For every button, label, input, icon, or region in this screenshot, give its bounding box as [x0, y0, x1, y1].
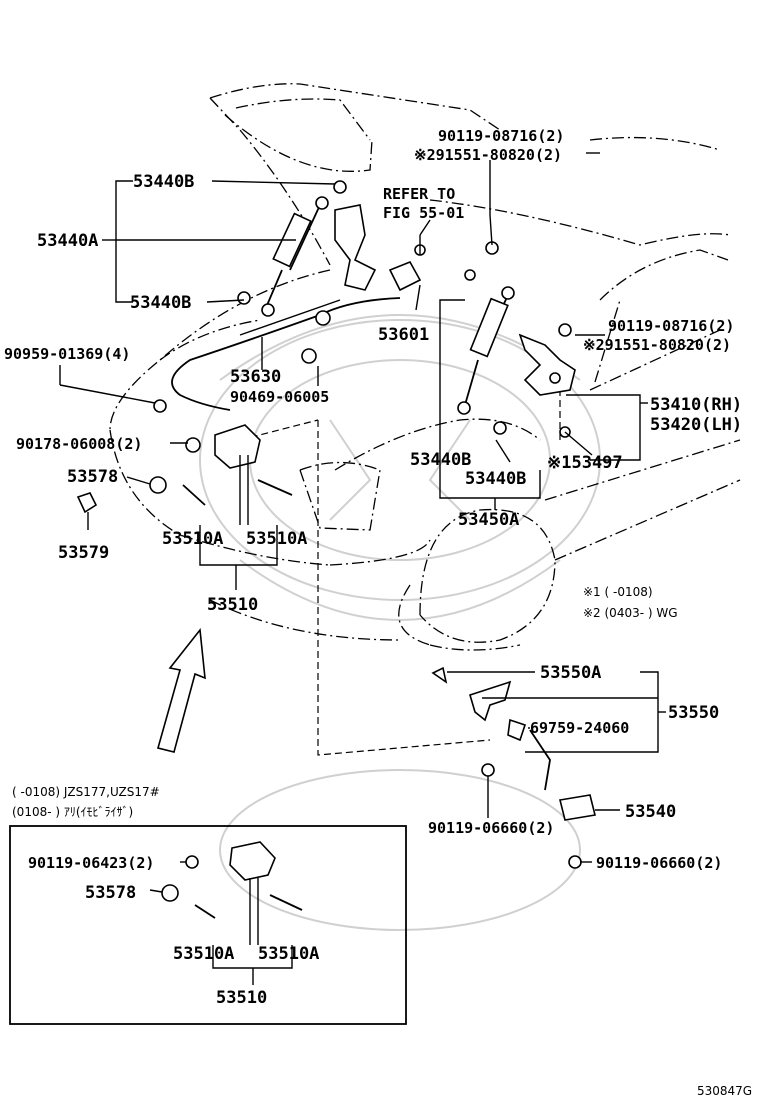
note-2: ※2 (0403- ) WG — [583, 606, 678, 620]
cap-label: 53579 — [58, 543, 109, 563]
diagram-code: 530847G — [697, 1084, 752, 1098]
inset-frame — [9, 825, 407, 1025]
support-right-b1-label: 53440B — [410, 450, 471, 470]
release-cable — [153, 297, 401, 413]
support-left-a-label: 53440A — [37, 231, 98, 251]
hood-hinge-right — [518, 333, 576, 396]
lever-bolt-label: 69759-24060 — [530, 719, 629, 737]
hinge-rh-label: 53410(RH) — [650, 395, 742, 415]
support-set-label: 53450A — [458, 510, 519, 530]
lever-bolt-low-label: 90119-06660(2) — [428, 819, 554, 837]
refer-note-line-1: REFER TO — [383, 185, 455, 203]
hood-hinge-left — [334, 204, 377, 291]
lever-bracket — [559, 794, 596, 869]
watermark-logo — [199, 314, 601, 931]
inset-spring-a2-label: 53510A — [258, 944, 319, 964]
inset-bolt-label: 90119-06423(2) — [28, 854, 154, 872]
hood-striker — [388, 235, 426, 292]
bolts — [237, 180, 572, 438]
leader-lines — [59, 152, 666, 863]
inset-spring-a1-label: 53510A — [173, 944, 234, 964]
inset-lock-assy-label: 53510 — [216, 988, 267, 1008]
lever-assy-label: 53550 — [668, 703, 719, 723]
hood-support-right — [457, 286, 515, 415]
refer-note-line-2: FIG 55-01 — [383, 204, 464, 222]
lever-a-label: 53550A — [540, 663, 601, 683]
lock-nut-label: 90178-06008(2) — [16, 435, 142, 453]
inset-cushion-label: 53578 — [85, 883, 136, 903]
clip-label: 90469-06005 — [230, 388, 329, 406]
hood-support-left — [261, 196, 329, 317]
bracket-bolt-label: 90119-06660(2) — [596, 854, 722, 872]
note-1: ※1 ( -0108) — [583, 585, 653, 599]
detail-frame — [239, 380, 561, 756]
vehicle-outline — [109, 83, 741, 651]
support-right-b2-label: 53440B — [465, 469, 526, 489]
cushion-label: 53578 — [67, 467, 118, 487]
clamp-left-label: 90959-01369(4) — [4, 345, 130, 363]
release-lever — [431, 666, 551, 791]
spring-a2-label: 53510A — [246, 529, 307, 549]
hinge-lh-label: 53420(LH) — [650, 415, 742, 435]
support-upper-b-label: 53440B — [133, 172, 194, 192]
hood-bolt-top-label-2: ※291551-80820(2) — [414, 146, 562, 164]
support-lower-b-label: 53440B — [130, 293, 191, 313]
bracket-label: 53540 — [625, 802, 676, 822]
spring-a1-label: 53510A — [162, 529, 223, 549]
lock-assy-label: 53510 — [207, 595, 258, 615]
stopper-label: ※153497 — [547, 453, 623, 473]
hood-bolt-right-label-2: ※291551-80820(2) — [583, 336, 731, 354]
cable-label: 53630 — [230, 367, 281, 387]
hood-bolt-top-label-1: 90119-08716(2) — [438, 127, 564, 145]
front-arrow-icon — [157, 627, 206, 753]
hood-lock — [76, 424, 293, 514]
hood-bolt-right-label-1: 90119-08716(2) — [608, 317, 734, 335]
inset-caption-2: (0108- ) ｱﾘ(ｲﾓﾋﾞﾗｲｻﾞ) — [12, 805, 133, 819]
striker-label: 53601 — [378, 325, 429, 345]
inset-caption-1: ( -0108) JZS177,UZS17# — [12, 785, 160, 799]
